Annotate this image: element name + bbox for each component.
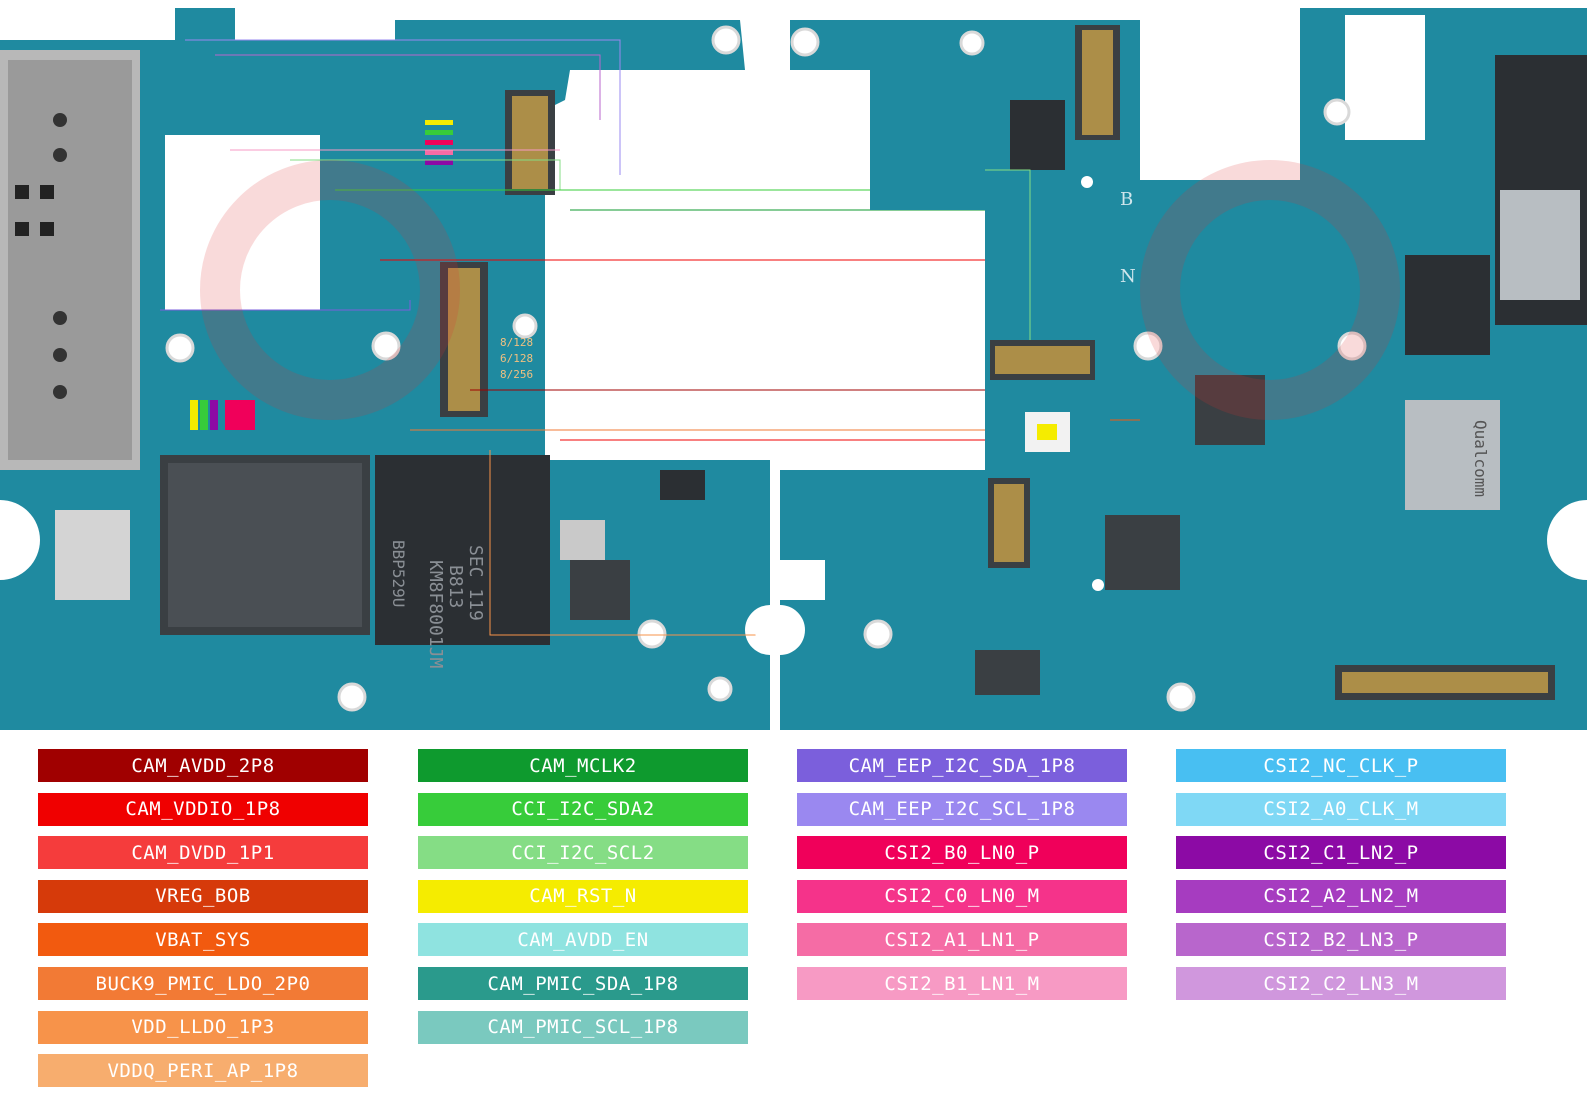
qualcomm-marking: Qualcomm bbox=[1471, 420, 1490, 497]
board-letter-b: B bbox=[1120, 189, 1133, 210]
legend-item: CAM_DVDD_1P1 bbox=[38, 836, 368, 870]
legend-item: CAM_PMIC_SCL_1P8 bbox=[418, 1010, 748, 1044]
legend-item: CSI2_A1_LN1_P bbox=[797, 923, 1127, 957]
legend-item: CCI_I2C_SDA2 bbox=[418, 792, 748, 826]
legend-item: CSI2_C2_LN3_M bbox=[1176, 967, 1506, 1000]
legend-item: CSI2_C1_LN2_P bbox=[1176, 836, 1506, 870]
legend-item: CAM_PMIC_SDA_1P8 bbox=[418, 967, 748, 1000]
chip-marking-1: KM8F8001JM bbox=[425, 560, 446, 669]
legend-item: CSI2_A0_CLK_M bbox=[1176, 792, 1506, 826]
legend-item: CSI2_B2_LN3_P bbox=[1176, 923, 1506, 957]
highlighted-pads bbox=[190, 120, 453, 430]
storage-label-1: 8/128 bbox=[500, 336, 533, 349]
legend-item: CAM_EEP_I2C_SCL_1P8 bbox=[797, 792, 1127, 826]
legend-item: CAM_AVDD_2P8 bbox=[38, 749, 368, 782]
legend-item: VREG_BOB bbox=[38, 879, 368, 913]
legend-item: BUCK9_PMIC_LDO_2P0 bbox=[38, 967, 368, 1000]
legend-item: CAM_VDDIO_1P8 bbox=[38, 792, 368, 826]
pcb-board-image: KM8F8001JM SEC 119 B813 BBP529U 8/128 6/… bbox=[0, 8, 1587, 730]
legend-item: CSI2_NC_CLK_P bbox=[1176, 749, 1506, 782]
legend-item: CAM_EEP_I2C_SDA_1P8 bbox=[797, 749, 1127, 782]
legend-item: CAM_RST_N bbox=[418, 879, 748, 913]
legend-item: CSI2_C0_LN0_M bbox=[797, 879, 1127, 913]
legend-item: VBAT_SYS bbox=[38, 923, 368, 957]
legend-item: CAM_MCLK2 bbox=[418, 749, 748, 782]
right-board: Qualcomm B N bbox=[755, 8, 1587, 730]
chip-marking-2: SEC 119 bbox=[465, 545, 486, 621]
chip-marking-3: B813 bbox=[445, 565, 466, 608]
legend-item: CSI2_B1_LN1_M bbox=[797, 967, 1127, 1000]
watermark bbox=[200, 160, 1400, 420]
chip-marking-4: BBP529U bbox=[389, 540, 408, 607]
storage-label-3: 8/256 bbox=[500, 368, 533, 381]
legend-item: CCI_I2C_SCL2 bbox=[418, 836, 748, 870]
legend-item: CAM_AVDD_EN bbox=[418, 923, 748, 957]
legend-item: CSI2_B0_LN0_P bbox=[797, 836, 1127, 870]
legend-item: VDD_LLDO_1P3 bbox=[38, 1010, 368, 1044]
board-letter-n: N bbox=[1120, 266, 1136, 287]
legend-item: VDDQ_PERI_AP_1P8 bbox=[38, 1054, 368, 1088]
storage-label-2: 6/128 bbox=[500, 352, 533, 365]
legend-item: CSI2_A2_LN2_M bbox=[1176, 879, 1506, 913]
left-board: KM8F8001JM SEC 119 B813 BBP529U 8/128 6/… bbox=[0, 8, 1146, 730]
